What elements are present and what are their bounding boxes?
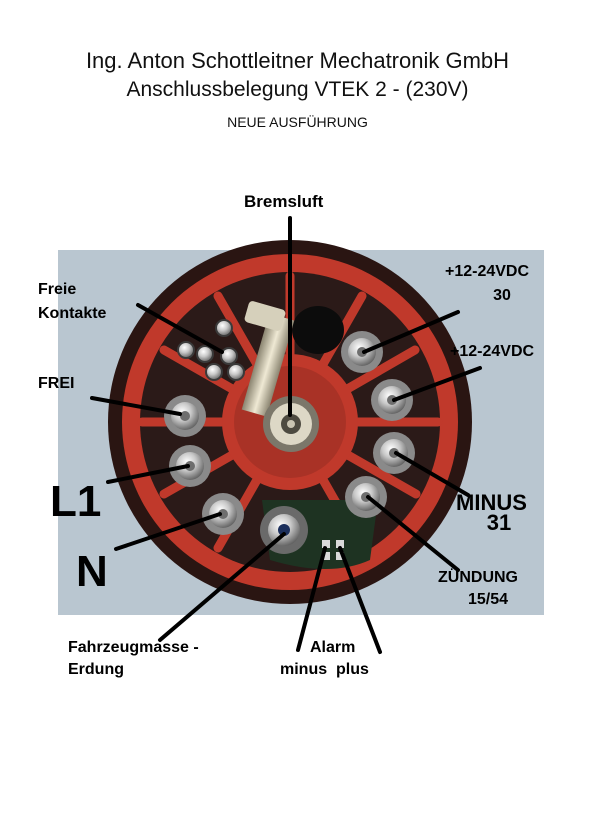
label-kontakte: Kontakte [38, 305, 107, 322]
leader-lines [90, 216, 482, 654]
alarm-contact-minus [322, 540, 330, 548]
label-fahrzeugmasse: Fahrzeugmasse - [68, 639, 199, 656]
leader-minus [394, 451, 470, 497]
label-zuendung: ZÜNDUNG [438, 569, 518, 586]
label-n: N [76, 547, 108, 596]
label-bremsluft: Bremsluft [244, 192, 324, 211]
leader-plus-30 [362, 310, 460, 354]
leader-plus [392, 366, 482, 402]
black-dome [292, 306, 344, 354]
leader-alarm-plus [338, 546, 382, 654]
leader-fahrzeugmasse [158, 532, 286, 642]
label-alarm-minus-plus: minus plus [280, 661, 369, 678]
label-l1: L1 [50, 477, 102, 526]
alarm-contact-plus-2 [336, 552, 344, 560]
label-minus: MINUS [456, 490, 527, 515]
diagram-subtitle: NEUE AUSFÜHRUNG [227, 114, 368, 130]
leader-l1 [106, 464, 190, 484]
pin-n [202, 493, 244, 535]
label-minus-terminal: 31 [486, 510, 512, 535]
label-plus-30-terminal: 30 [493, 287, 511, 304]
label-zuendung-terminal: 15/54 [467, 591, 509, 608]
free-contact-pins [177, 319, 245, 381]
leader-alarm-minus [296, 546, 327, 652]
leader-n [114, 512, 222, 551]
diagram-title: Anschlussbelegung VTEK 2 - (230V) [126, 78, 469, 101]
leader-frei [90, 396, 182, 416]
label-erdung: Erdung [68, 661, 124, 678]
pin-frei [164, 395, 206, 437]
label-freie: Freie [38, 281, 77, 298]
label-alarm: Alarm [310, 639, 356, 656]
bremsluft-fitting [241, 301, 319, 452]
leader-freie-kontakte [136, 303, 224, 354]
label-plus: +12-24VDC [450, 343, 535, 360]
leader-zuendung [366, 495, 460, 572]
alarm-contact-minus-2 [322, 552, 330, 560]
alarm-contact-plus [336, 540, 344, 548]
label-frei: FREI [38, 375, 75, 392]
company-name: Ing. Anton Schottleitner Mechatronik Gmb… [85, 48, 510, 73]
label-plus-30-voltage: +12-24VDC [444, 263, 530, 280]
